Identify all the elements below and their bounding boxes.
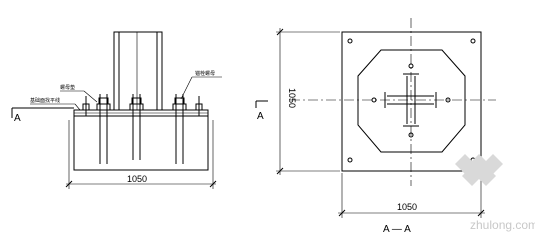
callout-top-left: 螺母垫 — [60, 84, 98, 103]
watermark: zhulong.com — [455, 154, 535, 232]
callout-mid-left: 基础面找平线 — [30, 97, 81, 111]
plan-octagon — [357, 49, 466, 153]
foundation-block — [73, 115, 209, 171]
callout-label-top-left: 螺母垫 — [60, 84, 75, 91]
right-dimension-horizontal: 1050 — [338, 173, 485, 218]
section-marker-left: A — [11, 107, 74, 124]
right-plan-view: 1050 1050 A A — A — [255, 18, 496, 235]
right-dimension-horizontal-value: 1050 — [397, 202, 417, 212]
anchor-bolts — [82, 94, 203, 164]
cross-section-steel — [384, 73, 437, 127]
section-marker-left-label: A — [14, 113, 21, 124]
right-dimension-vertical-value: 1050 — [287, 88, 297, 108]
left-elevation-view: 螺母垫 基础面找平线 锚栓螺母 A 1050 — [11, 31, 222, 189]
callout-label-top-right: 锚栓螺母 — [195, 70, 215, 77]
plan-base-plate — [341, 31, 482, 172]
left-dimension-value: 1050 — [127, 174, 147, 184]
watermark-text: zhulong.com — [470, 218, 535, 232]
callout-top-right: 锚栓螺母 — [180, 70, 222, 100]
callout-label-mid-left: 基础面找平线 — [30, 97, 60, 104]
watermark-logo — [455, 154, 503, 186]
section-marker-right-label: A — [257, 111, 264, 122]
plan-bolt-holes — [347, 38, 476, 163]
base-plate — [73, 109, 209, 117]
left-dimension: 1050 — [65, 120, 217, 189]
section-caption: A — A — [383, 224, 411, 235]
section-marker-right: A — [255, 100, 268, 122]
right-dimension-vertical: 1050 — [276, 28, 340, 175]
